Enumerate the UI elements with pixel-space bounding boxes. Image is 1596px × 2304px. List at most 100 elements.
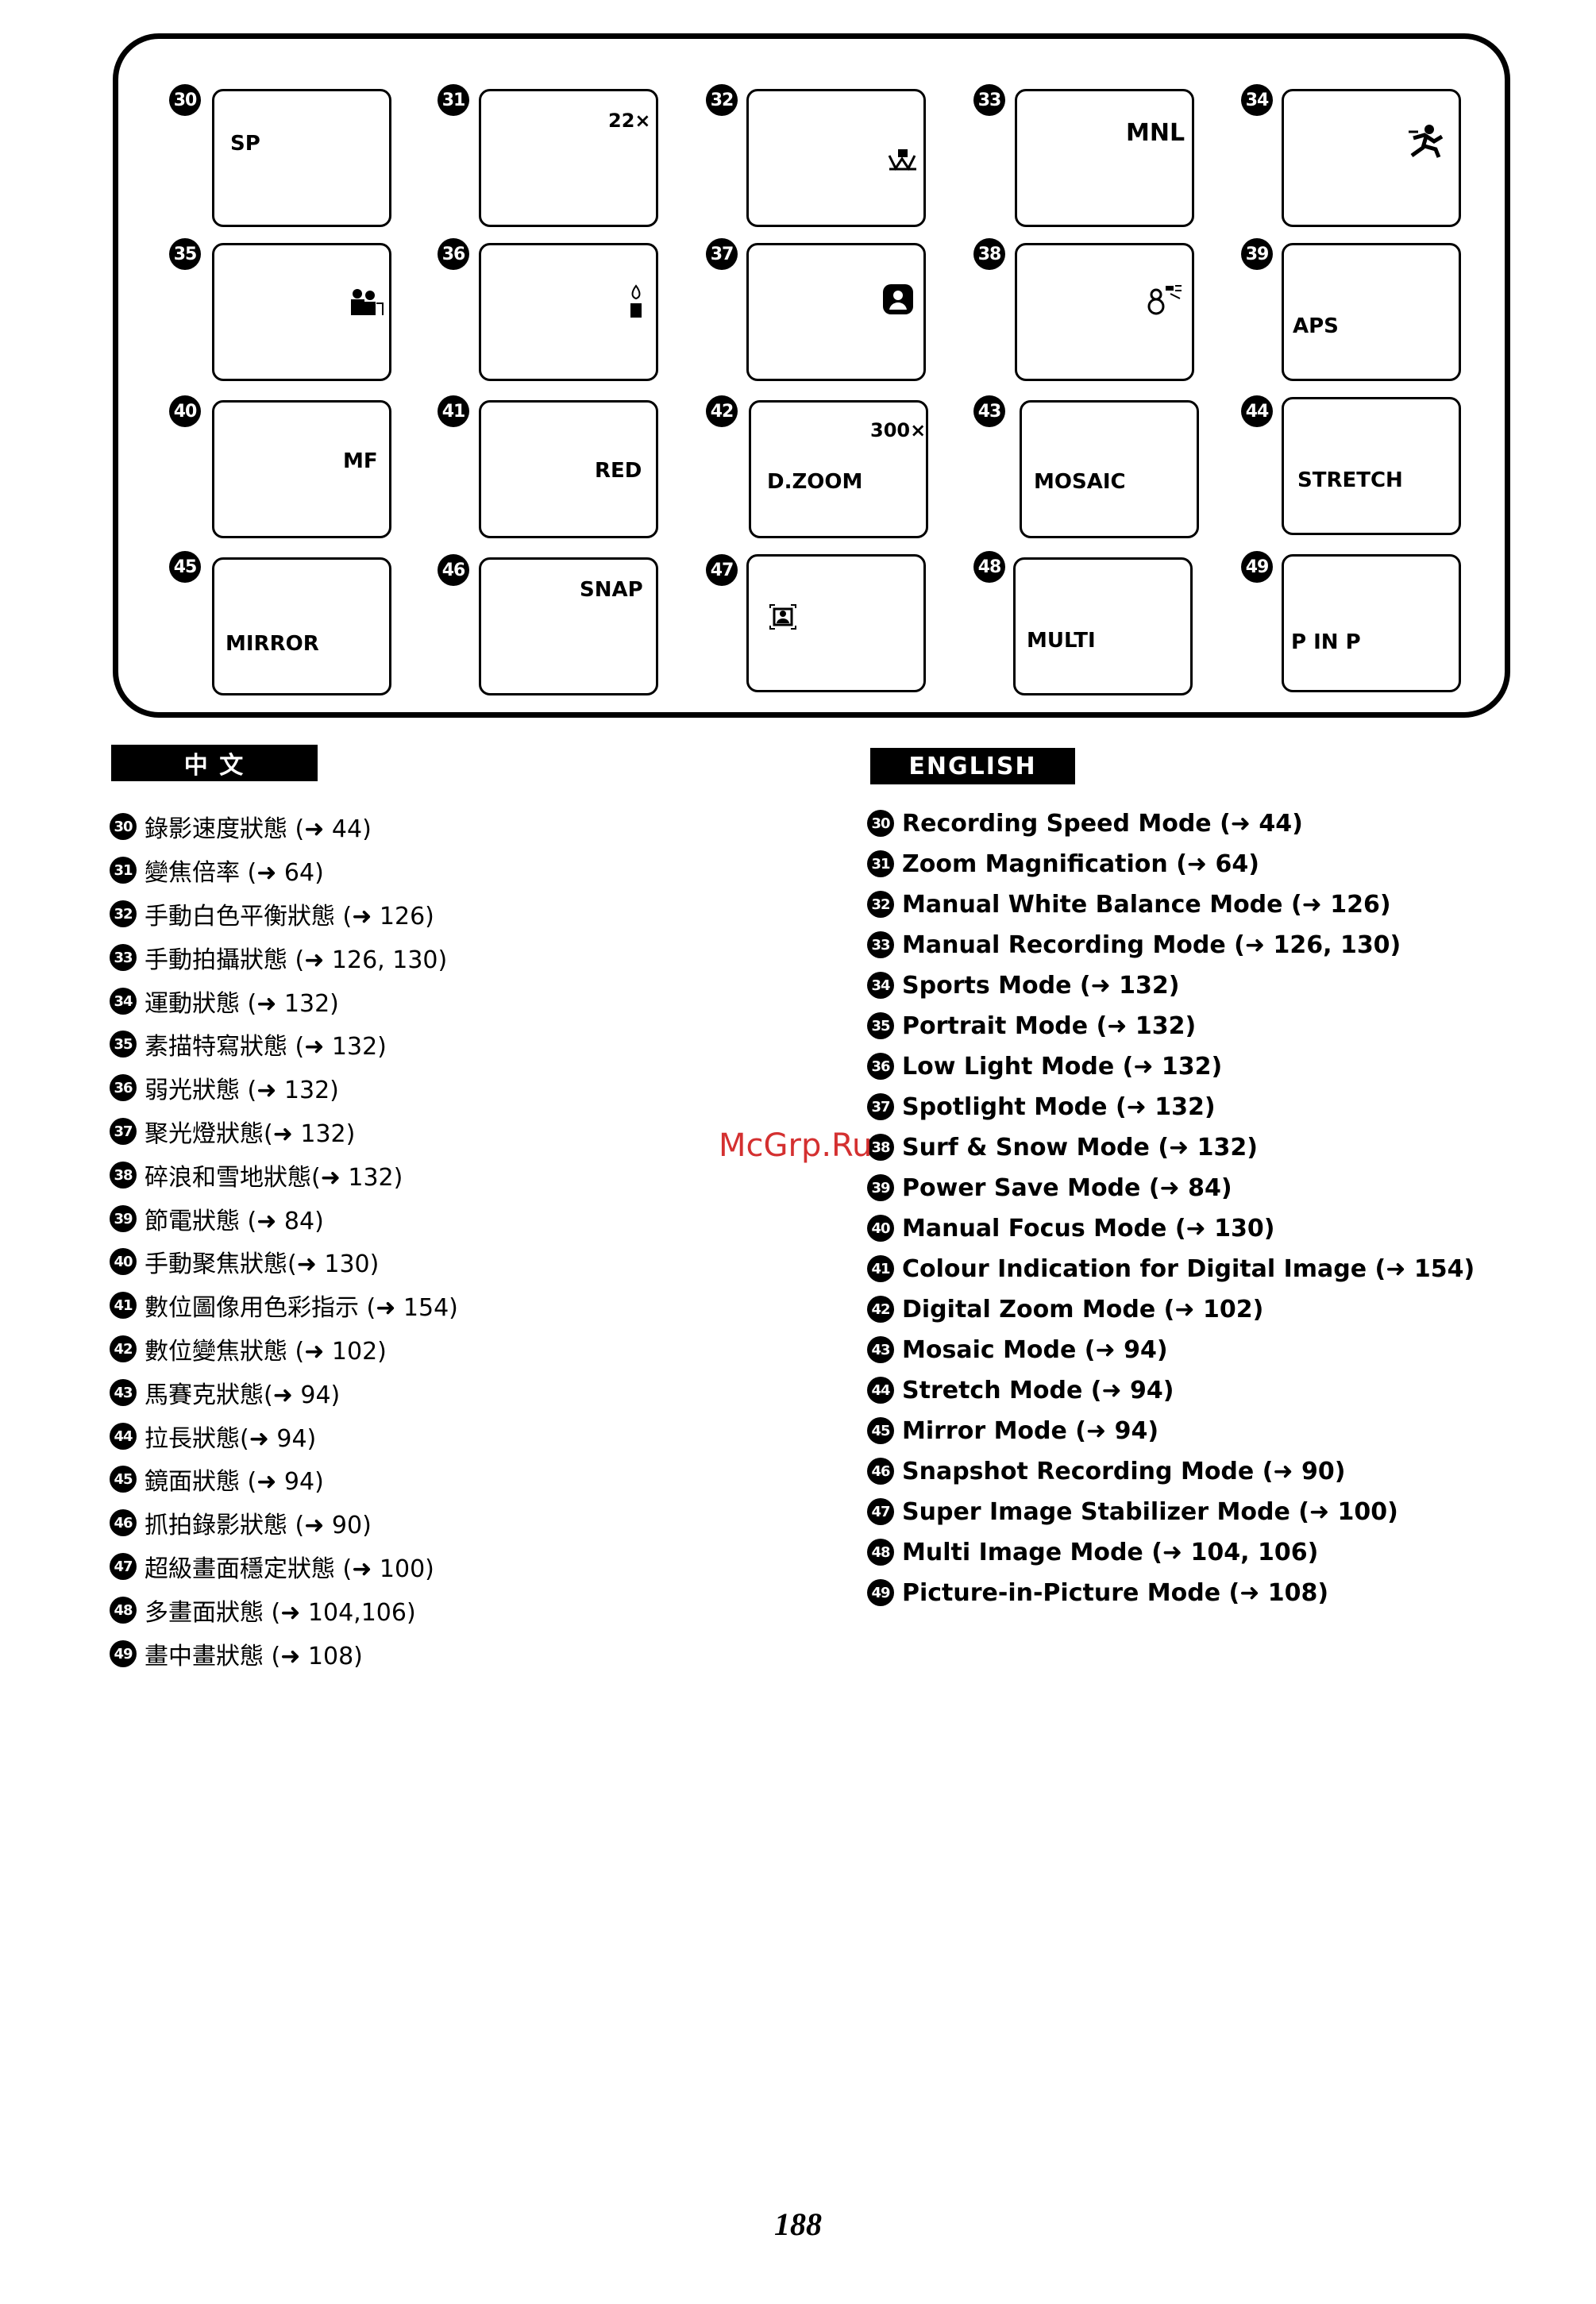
item-number: 30: [110, 813, 137, 840]
item-text: 節電狀態 (➜ 84): [145, 1208, 324, 1235]
callout-number: 44: [1241, 395, 1273, 427]
item-number: 31: [867, 850, 894, 877]
screen-mirror: [212, 557, 391, 695]
screen-stretch: [1282, 397, 1461, 535]
screen-portrait: [212, 243, 391, 381]
screen-white-balance: [746, 89, 926, 227]
screen-mosaic: [1020, 400, 1199, 538]
screen-digital-zoom: [749, 400, 928, 538]
list-item: 49 Picture-in-Picture Mode (➜ 108): [867, 1574, 1328, 1611]
item-number: 47: [867, 1498, 894, 1525]
callout-number: 36: [438, 238, 469, 270]
item-text: Picture-in-Picture Mode (➜ 108): [902, 1578, 1329, 1607]
item-number: 34: [110, 988, 137, 1015]
item-text: Power Save Mode (➜ 84): [902, 1173, 1232, 1202]
screen-sp: [212, 89, 391, 227]
item-number: 42: [110, 1335, 137, 1362]
screen-surf-snow: [1015, 243, 1194, 381]
item-number: 32: [867, 891, 894, 918]
screen-text: APS: [1293, 314, 1339, 338]
callout-number: 47: [706, 554, 738, 586]
item-number: 33: [110, 944, 137, 971]
image-stabilizer-icon: [769, 604, 796, 630]
screen-text: RED: [595, 459, 642, 483]
callout-number: 33: [973, 84, 1005, 116]
callout-number: 42: [706, 395, 738, 427]
item-text: Digital Zoom Mode (➜ 102): [902, 1295, 1264, 1323]
screen-manual: [1015, 89, 1194, 227]
watermark-text: McGrp.Ru: [719, 1127, 873, 1164]
item-number: 43: [867, 1336, 894, 1363]
callout-number: 31: [438, 84, 469, 116]
item-text: 超級畫面穩定狀態 (➜ 100): [145, 1555, 434, 1583]
item-text: 聚光燈狀態(➜ 132): [145, 1120, 356, 1148]
item-number: 34: [867, 972, 894, 999]
screen-manual-focus: [212, 400, 391, 538]
screen-stabilizer: [746, 554, 926, 692]
item-text: Sports Mode (➜ 132): [902, 971, 1180, 1000]
callout-number: 34: [1241, 84, 1273, 116]
portrait-icon: [351, 289, 384, 315]
item-text: 弱光狀態 (➜ 132): [145, 1077, 339, 1104]
screen-snap: [479, 557, 658, 695]
screen-text: MF: [343, 449, 378, 473]
callout-number: 49: [1241, 551, 1273, 583]
callout-number: 37: [706, 238, 738, 270]
item-text: 多畫面狀態 (➜ 104,106): [145, 1599, 416, 1627]
item-text: Low Light Mode (➜ 132): [902, 1052, 1223, 1081]
screen-text: MOSAIC: [1034, 470, 1126, 494]
item-text: 鏡面狀態 (➜ 94): [145, 1468, 324, 1496]
item-number: 44: [110, 1423, 137, 1450]
list-item: 36 弱光狀態 (➜ 132): [110, 1069, 339, 1106]
callout-number: 41: [438, 395, 469, 427]
item-text: Manual Focus Mode (➜ 130): [902, 1214, 1275, 1243]
english-heading: ENGLISH: [870, 748, 1075, 784]
item-text: Stretch Mode (➜ 94): [902, 1376, 1174, 1404]
item-number: 45: [867, 1417, 894, 1444]
white-balance-icon: [888, 149, 916, 171]
screen-sports: [1282, 89, 1461, 227]
screen-low-light: [479, 243, 658, 381]
item-number: 41: [867, 1255, 894, 1282]
item-text: Manual White Balance Mode (➜ 126): [902, 890, 1391, 919]
item-number: 39: [110, 1205, 137, 1232]
screen-text: STRETCH: [1297, 468, 1403, 492]
spotlight-icon: [883, 284, 913, 314]
item-text: 手動白色平衡狀態 (➜ 126): [145, 903, 434, 930]
item-number: 36: [110, 1074, 137, 1101]
surf-snow-icon: [1147, 285, 1182, 315]
callout-number: 32: [706, 84, 738, 116]
screen-text: 300×: [870, 419, 927, 441]
item-number: 35: [110, 1031, 137, 1058]
item-text: 運動狀態 (➜ 132): [145, 990, 339, 1018]
item-text: 畫中畫狀態 (➜ 108): [145, 1643, 363, 1670]
item-text: 數位圖像用色彩指示 (➜ 154): [145, 1294, 458, 1322]
item-text: Snapshot Recording Mode (➜ 90): [902, 1457, 1346, 1485]
screen-red: [479, 400, 658, 538]
item-number: 41: [110, 1292, 137, 1319]
list-item: 33 手動拍攝狀態 (➜ 126, 130): [110, 939, 447, 976]
item-number: 44: [867, 1377, 894, 1404]
screen-power-save: [1282, 243, 1461, 381]
item-number: 42: [867, 1296, 894, 1323]
item-text: 手動拍攝狀態 (➜ 126, 130): [145, 946, 448, 974]
callout-number: 45: [169, 551, 201, 583]
item-number: 49: [867, 1579, 894, 1606]
list-item: 34 Sports Mode (➜ 132): [867, 967, 1179, 1004]
list-item: 41 數位圖像用色彩指示 (➜ 154): [110, 1287, 458, 1323]
